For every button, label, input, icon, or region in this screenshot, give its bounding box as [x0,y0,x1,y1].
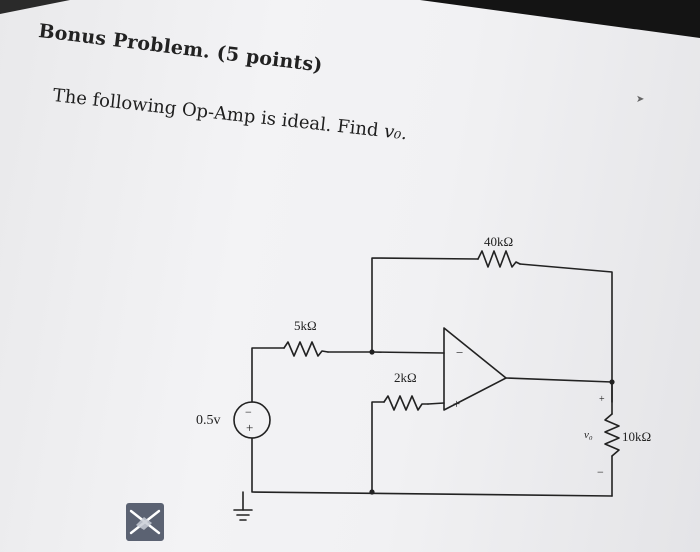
junction-output [609,379,615,385]
noninv-wire-right [427,402,445,405]
input-resistor-label: 5kΩ [294,318,317,333]
crossed-tool-icon [129,509,161,535]
junction-ground [369,489,375,495]
load-resistor-label: 10kΩ [622,429,651,444]
input-resistor [283,341,329,357]
source-plus-terminal: + [246,420,253,435]
feedback-resistor [477,250,521,268]
load-resistor [604,413,620,457]
feedback-resistor-label: 40kΩ [484,234,513,249]
feedback-wire-right [519,263,613,403]
junction-inverting [369,349,375,355]
voltage-source-icon [233,401,271,439]
opamp-plus-terminal: + [453,396,460,411]
source-wire-top [251,347,285,403]
tool-badge-icon[interactable] [126,503,164,541]
opamp-minus-terminal: − [456,345,463,360]
output-minus-sign: − [597,465,604,479]
source-minus-terminal: − [245,405,252,419]
noninv-resistor [383,395,429,411]
feedback-wire-left [371,257,479,353]
input-wire-to-node [327,351,445,354]
noninv-resistor-label: 2kΩ [394,370,417,385]
noninv-wire-left [371,401,385,493]
ground-wire [251,437,613,497]
output-plus-sign: + [599,394,605,405]
ground-symbol-icon [233,509,253,521]
source-voltage-label: 0.5v [196,413,221,428]
output-voltage-label: v₀ [584,429,593,441]
output-wire [505,377,613,383]
opamp-body [443,327,507,411]
cursor-arrow-icon: ➤ [636,94,645,105]
